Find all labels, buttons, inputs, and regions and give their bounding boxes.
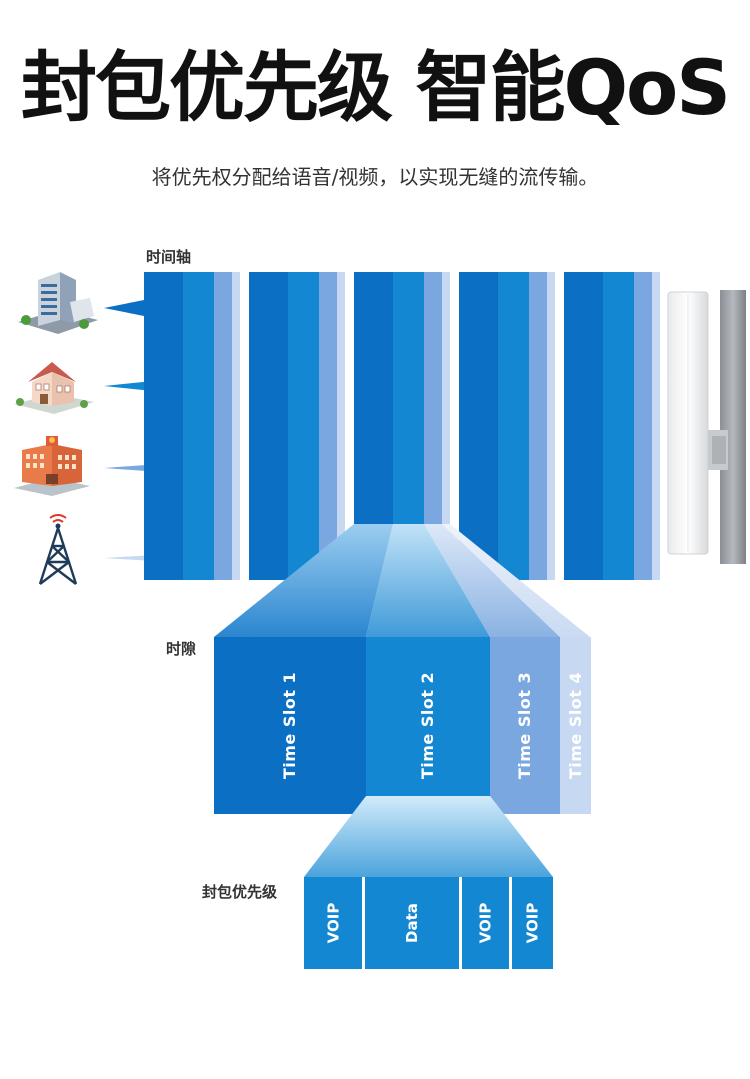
packet-voip-2: VOIP — [462, 877, 509, 969]
slot-to-packet-funnel — [304, 796, 553, 877]
packet-voip-1-label: VOIP — [323, 902, 342, 944]
time-slot-2: Time Slot 2 — [366, 637, 490, 814]
packet-voip-3-label: VOIP — [523, 902, 542, 944]
page-subtitle: 将优先权分配给语音/视频，以实现无缝的流传输。 — [151, 165, 599, 189]
time-slot-1: Time Slot 1 — [214, 637, 366, 814]
packet-voip-2-label: VOIP — [476, 902, 495, 944]
packet-voip-3: VOIP — [512, 877, 553, 969]
time-slot-1-label: Time Slot 1 — [280, 671, 300, 780]
timeslot-label: 时隙 — [166, 640, 197, 658]
beam-1 — [104, 300, 144, 316]
packet-priority-label: 封包优先级 — [202, 883, 278, 901]
time-slot-3-label: Time Slot 3 — [515, 671, 535, 780]
sector-antenna-icon — [664, 286, 750, 586]
house-icon — [10, 356, 96, 416]
timeline-to-slot-funnel — [214, 524, 590, 637]
hotel-building-icon — [12, 434, 92, 498]
page-title: 封包优先级 智能QoS — [20, 43, 731, 132]
office-building-icon — [14, 272, 100, 336]
signal-tower-icon — [36, 514, 80, 586]
packet-data: Data — [365, 877, 459, 969]
time-slot-4-label: Time Slot 4 — [566, 671, 585, 780]
time-slot-4: Time Slot 4 — [560, 637, 591, 814]
packet-voip-1: VOIP — [304, 877, 362, 969]
time-slot-2-label: Time Slot 2 — [418, 671, 438, 780]
packet-data-label: Data — [403, 903, 421, 943]
time-slot-3: Time Slot 3 — [490, 637, 560, 814]
timeline-label: 时间轴 — [146, 248, 192, 266]
